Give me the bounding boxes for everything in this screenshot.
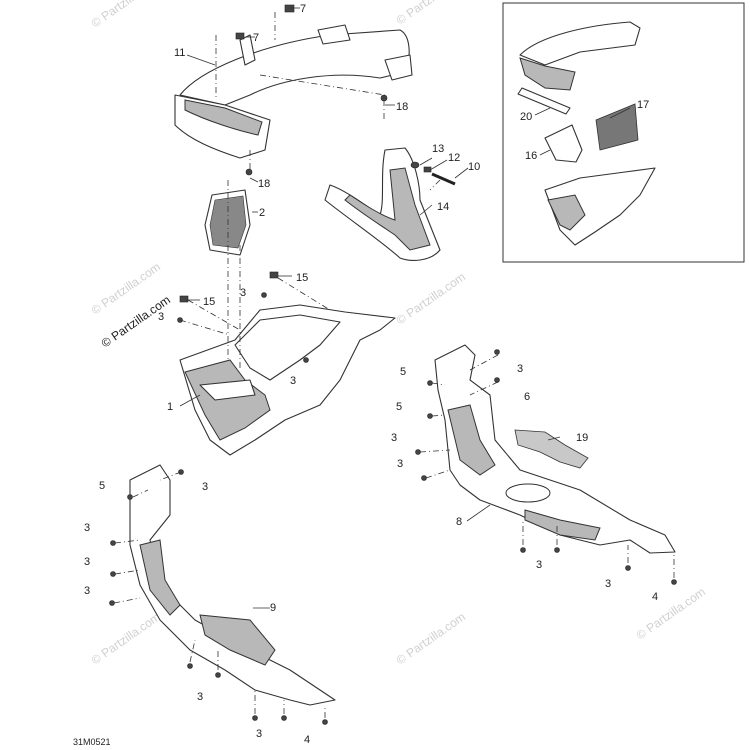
part-1-lower-console	[179, 304, 396, 456]
nut-18	[245, 168, 253, 176]
detail-inset-frame	[502, 2, 745, 263]
watermark: © Partzilla.com	[89, 0, 163, 30]
screw-3	[252, 715, 258, 721]
callout-2: 2	[259, 207, 265, 219]
screw-3	[415, 449, 421, 455]
washer-5	[427, 380, 433, 386]
screw-3	[110, 571, 116, 577]
callout-3: 3	[391, 432, 397, 444]
callout-11: 11	[174, 47, 185, 59]
callout-3: 3	[536, 559, 542, 571]
watermark: © Partzilla.com	[394, 0, 468, 27]
clip-15	[179, 295, 189, 303]
callout-16: 16	[525, 150, 537, 162]
part-17-mesh	[595, 103, 639, 151]
screw-3	[215, 672, 221, 678]
watermark: © Partzilla.com	[394, 270, 468, 328]
callout-3: 3	[605, 578, 611, 590]
callout-5: 5	[400, 366, 406, 378]
callout-12: 12	[448, 152, 460, 164]
screw-10	[431, 172, 456, 186]
part-8-floor-panel	[434, 344, 676, 554]
washer-5	[127, 494, 133, 500]
callout-10: 10	[468, 161, 480, 173]
washer-13	[410, 161, 420, 169]
callout-15: 15	[296, 272, 308, 284]
callout-3: 3	[197, 691, 203, 703]
part-14-bracket	[324, 147, 441, 261]
watermark: © Partzilla.com	[89, 610, 163, 668]
washer-5	[427, 413, 433, 419]
detail-inset-parts	[517, 21, 656, 246]
callout-3: 3	[158, 311, 164, 323]
callout-18: 18	[396, 101, 408, 113]
callout-3: 3	[84, 585, 90, 597]
callout-3: 3	[84, 522, 90, 534]
clip-15	[269, 271, 279, 279]
screw-4	[322, 719, 328, 725]
callout-9: 9	[270, 602, 276, 614]
screw-3	[109, 600, 115, 606]
callout-18: 18	[258, 178, 270, 190]
callout-3: 3	[240, 287, 246, 299]
callout-8: 8	[456, 516, 462, 528]
screw-3	[625, 565, 631, 571]
part-20-strip	[517, 87, 571, 115]
callout-4: 4	[304, 734, 310, 746]
callout-19: 19	[576, 432, 588, 444]
watermark: © Partzilla.com	[394, 610, 468, 668]
callout-17: 17	[637, 99, 649, 111]
screw-4	[671, 579, 677, 585]
callout-4: 4	[652, 591, 658, 603]
watermark: © Partzilla.com	[634, 585, 708, 643]
screw-3	[261, 292, 267, 298]
screw-3	[554, 547, 560, 553]
callout-6: 6	[524, 391, 530, 403]
callout-5: 5	[396, 401, 402, 413]
washer-12	[423, 166, 432, 173]
clip-7	[284, 4, 295, 13]
screw-3	[421, 475, 427, 481]
screw-3	[520, 547, 526, 553]
callout-3: 3	[202, 481, 208, 493]
callout-7: 7	[253, 32, 259, 44]
callout-7: 7	[300, 3, 306, 15]
diagram-code: 31M0521	[73, 737, 111, 747]
callout-5: 5	[99, 480, 105, 492]
callout-3: 3	[397, 458, 403, 470]
callout-1: 1	[167, 401, 173, 413]
clip-7	[235, 32, 245, 40]
part-16-grille	[544, 124, 583, 163]
callout-labels: 11 7 7 18 18 13 12 10 14 2 15 15 3 3 3 1…	[84, 3, 658, 746]
callout-13: 13	[432, 143, 444, 155]
screw-3	[187, 663, 193, 669]
callout-20: 20	[520, 111, 532, 123]
screw-3	[281, 715, 287, 721]
screw-3	[494, 349, 500, 355]
callout-3: 3	[256, 728, 262, 740]
callout-3: 3	[290, 375, 296, 387]
callout-14: 14	[437, 201, 449, 213]
screw-3	[303, 357, 309, 363]
callout-15: 15	[203, 296, 215, 308]
screw-3	[110, 540, 116, 546]
part-9-floor-panel	[129, 464, 336, 706]
part-11-upper-console	[174, 24, 413, 159]
part-2-grille	[204, 189, 251, 256]
callout-3: 3	[84, 556, 90, 568]
part-19-pad	[514, 429, 589, 469]
screw-3	[494, 377, 500, 383]
leader-lines	[113, 7, 675, 718]
callout-3: 3	[517, 363, 523, 375]
